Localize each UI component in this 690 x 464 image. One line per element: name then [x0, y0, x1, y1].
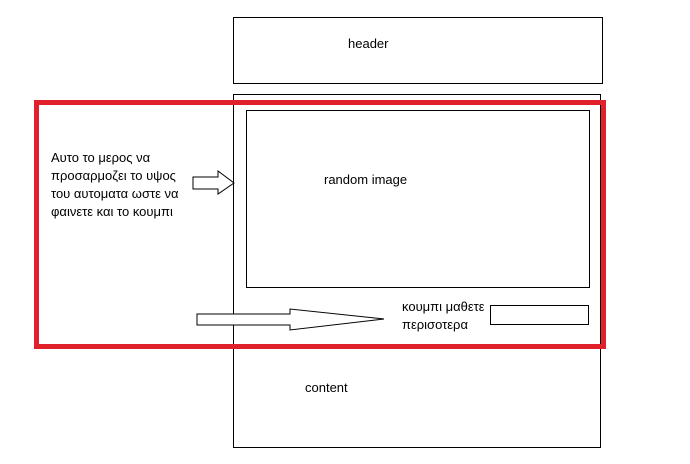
annotation-arrow-icon — [192, 170, 235, 195]
header-box — [233, 17, 603, 84]
random-image-placeholder — [246, 110, 590, 288]
learn-more-button[interactable] — [490, 305, 589, 325]
learn-more-label: κουμπι μαθετε περισοτερα — [402, 299, 485, 332]
main-box — [233, 94, 601, 448]
content-label: content — [305, 380, 348, 395]
annotation-text: Αυτο το μερος να προσαρμοζει το υψος του… — [51, 150, 179, 219]
highlight-frame — [34, 100, 606, 349]
header-label: header — [348, 36, 389, 51]
button-pointer-arrow-icon — [196, 308, 385, 331]
random-image-label: random image — [324, 172, 408, 187]
